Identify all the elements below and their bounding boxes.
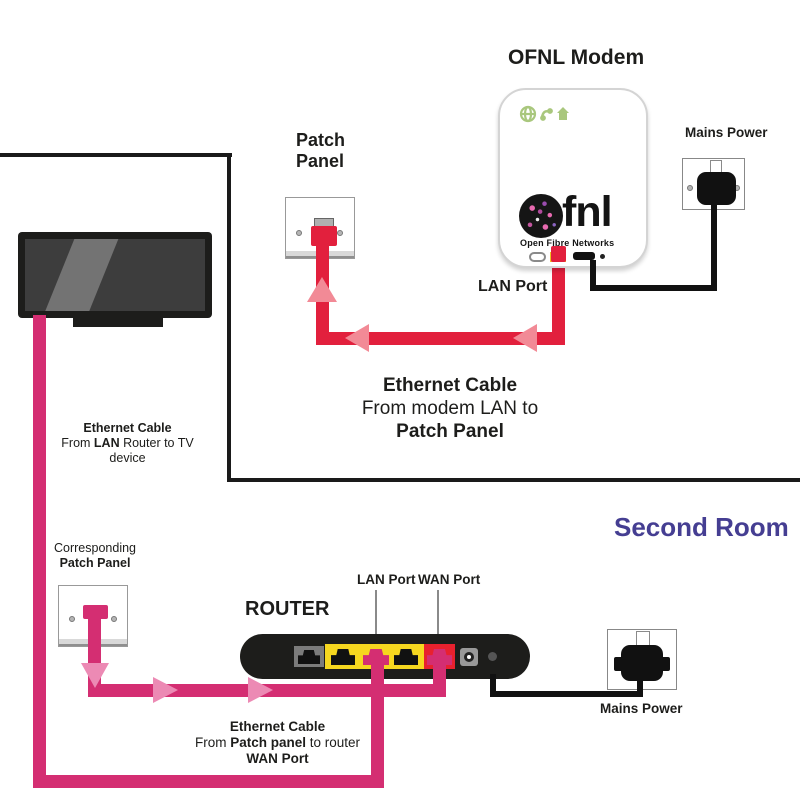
modem-fibre-port [529,252,546,262]
ofnl-logo-subtext: Open Fibre Networks [520,238,615,248]
cable-patch-to-wan-vertical-right [433,658,446,697]
router-label: ROUTER [245,598,330,620]
router-reset-button [488,652,497,661]
ethernet-port-icon [298,650,320,664]
room-divider-bottom [227,478,800,482]
home-icon [557,107,569,120]
modem-title: OFNL Modem [508,46,645,69]
ofnl-logo-globe-icon [519,194,563,238]
screw-icon [111,616,117,622]
tv-stand [73,317,163,327]
phone-icon [540,108,553,121]
corresponding-patch-panel-label: Corresponding Patch Panel [54,541,136,570]
patch-panel-connector [311,226,337,246]
patch-panel-label: Patch Panel [296,130,346,171]
lan-port-2-connected [363,649,389,665]
power-plug-top-icon [697,172,736,205]
cable-note-tv: Ethernet Cable From LAN Router to TV dev… [61,421,194,465]
router [240,634,530,679]
cable-lan-to-tv-vertical-left [33,315,46,788]
router-power-connector [460,648,478,666]
cable-modem-to-patch-vertical-right [552,256,565,345]
mains-power-label-bottom: Mains Power [600,701,683,716]
power-cable-router-seg1 [490,674,496,697]
modem-led-icon [600,254,605,259]
ofnl-modem: fnl Open Fibre Networks [498,88,648,268]
tv-screen-glare [38,239,124,311]
flow-arrow-up-icon [307,277,337,302]
modem-power-port [573,252,595,260]
screw-icon [337,230,343,236]
corresponding-panel-connector [83,605,108,619]
router-lan-port-label: LAN Port [357,572,416,587]
power-cable-modem-seg2 [590,285,717,291]
lan-pointer-line [375,590,377,648]
router-wan-port-label: WAN Port [418,572,481,587]
modem-status-icons [519,105,569,123]
power-cable-router-seg2 [490,691,643,697]
cable-note-bottom: Ethernet Cable From Patch panel to route… [194,719,361,766]
mains-power-label-top: Mains Power [685,125,768,140]
flow-arrow-down-icon [81,663,109,688]
cable-lan-to-tv-vertical-right [371,662,384,788]
modem-lan-port-label: LAN Port [478,278,548,295]
plug-side-tab [661,657,670,671]
flow-arrow-left-icon [513,324,537,352]
modem-lan-plug [551,246,566,262]
ofnl-logo-text: fnl [562,188,613,236]
flow-arrow-right-icon [248,677,273,703]
flow-arrow-right-icon [153,677,178,703]
screw-icon [687,185,693,191]
screw-icon [69,616,75,622]
flow-arrow-left-icon [345,324,369,352]
power-cable-modem-seg3 [711,203,717,291]
power-jack-pin [467,655,471,659]
second-room-label: Second Room [614,512,789,542]
power-plug-bottom-icon [621,645,663,681]
room-divider-vertical [227,153,231,482]
router-port-gray [294,646,324,667]
wan-pointer-line [437,590,439,645]
tv [18,232,212,318]
cable-modem-to-patch-horizontal [316,332,565,345]
tv-screen [25,239,205,311]
power-cable-modem-seg1 [590,260,596,287]
cable-lan-to-tv-horizontal [33,775,384,788]
lan-port-3-icon [394,649,418,665]
power-cable-router-seg3 [637,679,643,697]
lan-port-1-icon [331,649,355,665]
plug-side-tab [614,657,623,671]
cable-note-top: Ethernet Cable From modem LAN to Patch P… [361,375,539,442]
room-divider-top [0,153,232,157]
globe-icon [519,105,537,123]
screw-icon [296,230,302,236]
